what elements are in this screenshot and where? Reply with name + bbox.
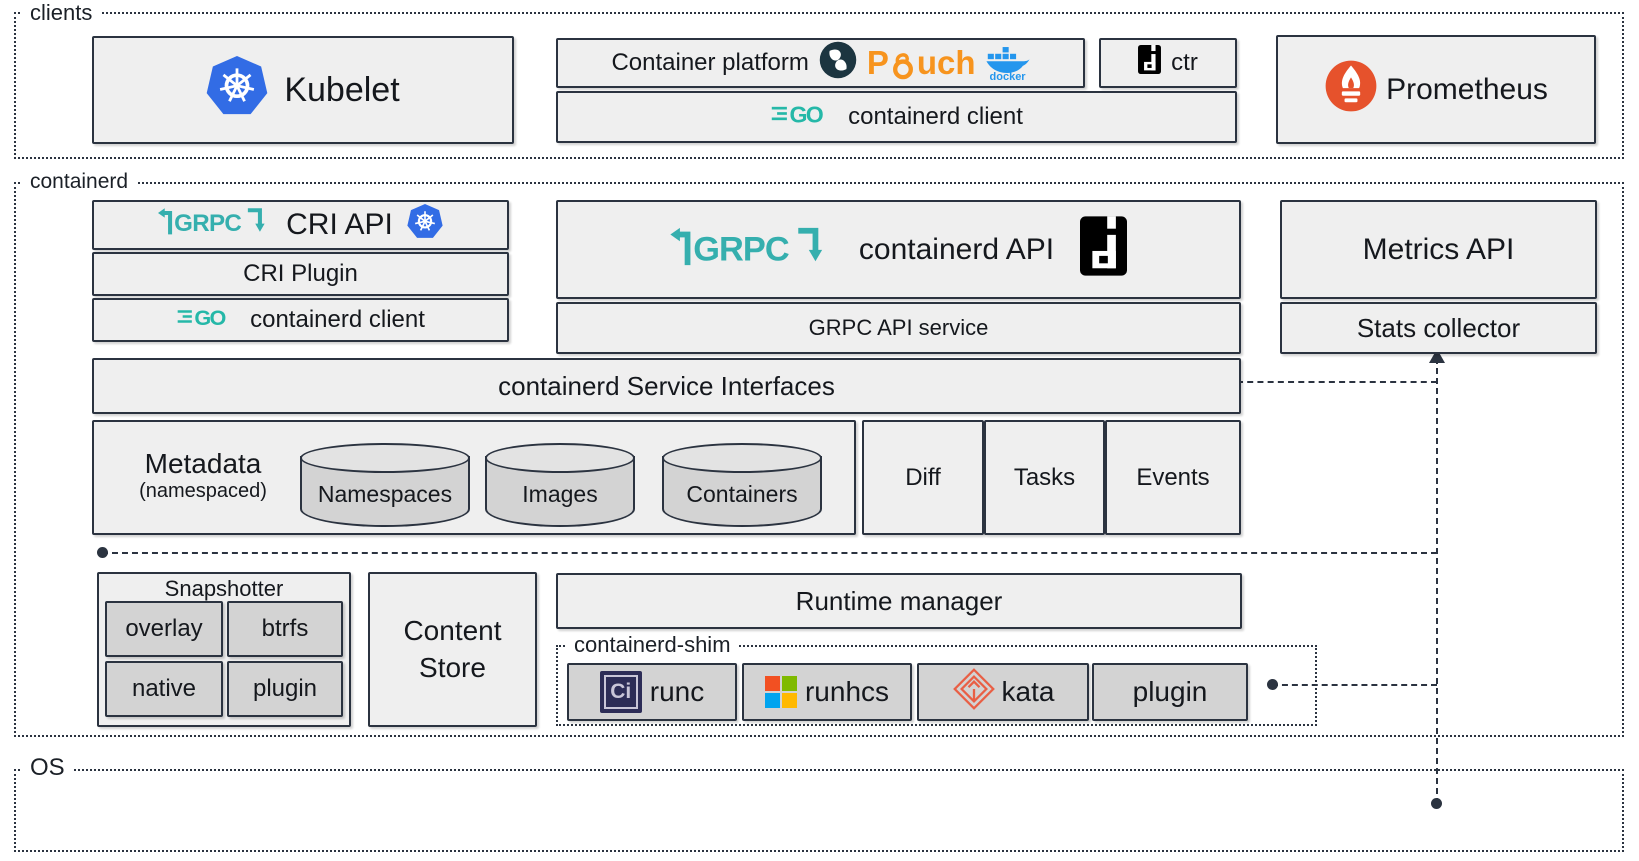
connector-dot-shim [1267,679,1278,690]
ctr-label: ctr [1171,49,1198,76]
diff-label: Diff [905,463,941,491]
svg-text:GO: GO [194,305,225,329]
btrfs-label: btrfs [261,615,309,642]
cri-plugin-label: CRI Plugin [243,260,358,287]
connector-shim-branch [1272,684,1437,686]
cri-api-label: CRI API [286,208,393,241]
microsoft-icon [764,676,797,708]
containerd-client-label: containerd client [848,103,1023,130]
svg-text:GRPC: GRPC [693,230,789,267]
kubelet-node: Kubelet [92,36,514,144]
snapshotter-btrfs-node: btrfs [227,601,343,657]
connector-vertical-line [1436,358,1438,804]
stats-collector-label: Stats collector [1356,312,1521,343]
connector-metadata-branch [102,552,1437,554]
connector-dot-os [1431,798,1442,809]
oci-runc-icon: Ci [599,671,642,713]
events-label: Events [1136,463,1210,491]
cri-plugin-node: CRI Plugin [92,252,509,296]
go-icon: GO [176,304,236,336]
grpc-api-service-label: GRPC API service [808,315,989,340]
prometheus-node: Prometheus [1276,35,1596,144]
containerd-shim-section-label: containerd-shim [566,632,739,658]
snapshotter-plugin-label: plugin [252,675,318,702]
runc-label: runc [649,676,705,707]
content-store-node: Content Store [368,572,537,727]
metadata-namespaced-label: (namespaced) [139,480,267,502]
clients-section-label: clients [22,0,101,26]
docker-label: docker [989,71,1026,83]
clients-containerd-client-node: GO containerd client [556,91,1237,143]
shim-plugin-node: plugin [1092,663,1248,721]
diff-node: Diff [862,420,984,535]
containerd-api-label: containerd API [858,232,1055,266]
shim-plugin-label: plugin [1132,676,1208,707]
events-node: Events [1105,420,1241,535]
prometheus-label: Prometheus [1386,72,1548,106]
kata-label: kata [1001,676,1055,707]
pouch-icon [819,41,857,86]
kata-icon [952,667,996,718]
connector-dot-metadata [97,547,108,558]
prometheus-icon [1324,59,1378,121]
native-label: native [131,675,197,702]
metrics-api-label: Metrics API [1362,232,1515,266]
content-store-label: Content Store [403,615,502,683]
kubelet-label: Kubelet [284,70,400,109]
namespaces-store: Namespaces [300,443,470,527]
metadata-label: Metadata [144,448,262,479]
stats-collector-node: Stats collector [1280,302,1597,354]
containerd-icon [1138,45,1162,81]
os-section [14,769,1624,852]
grpc-api-service-node: GRPC API service [556,302,1241,354]
runtime-manager-label: Runtime manager [795,585,1003,616]
containerd-section-label: containerd [22,169,137,195]
kubernetes-icon [206,55,268,125]
containerd-client-label: containerd client [250,306,425,333]
connector-interfaces-branch [1237,381,1437,383]
go-icon: GO [770,100,834,134]
service-interfaces-label: containerd Service Interfaces [498,370,835,401]
pouch-wordmark: P uch [866,44,976,81]
containerd-section [14,182,1624,737]
runhcs-label: runhcs [804,676,890,707]
snapshotter-native-node: native [105,661,223,717]
kubernetes-icon [407,203,443,247]
clients-section [14,12,1624,159]
containerd-icon [1080,215,1128,284]
shim-runhcs-node: runhcs [742,663,912,721]
runtime-manager-node: Runtime manager [556,573,1242,629]
images-store: Images [485,443,635,527]
cri-api-node: GRPC CRI API [92,200,509,250]
snapshotter-overlay-node: overlay [105,601,223,657]
svg-text:GO: GO [790,101,823,127]
shim-kata-node: kata [917,663,1089,721]
service-interfaces-node: containerd Service Interfaces [92,358,1241,414]
metrics-api-node: Metrics API [1280,200,1597,299]
images-label: Images [522,481,598,507]
svg-text:GRPC: GRPC [174,210,241,236]
containerd-api-node: GRPC containerd API [556,200,1241,299]
grpc-icon: GRPC [670,225,833,275]
containerd-client-node: GO containerd client [92,298,509,342]
namespaces-label: Namespaces [317,481,453,507]
containers-label: Containers [686,481,798,507]
tasks-node: Tasks [984,420,1105,535]
container-platform-node: Container platform P uch [556,38,1085,88]
containers-store: Containers [662,443,822,527]
pouch-knot-o [892,53,913,80]
shim-runc-node: Ci runc [567,663,737,721]
grpc-icon: GRPC [158,206,272,244]
overlay-label: overlay [125,615,203,642]
tasks-label: Tasks [1013,463,1076,491]
snapshotter-label: Snapshotter [164,576,284,601]
docker-logo: docker [985,43,1030,83]
container-platform-label: Container platform [611,49,809,76]
snapshotter-plugin-node: plugin [227,661,343,717]
ctr-node: ctr [1099,38,1237,88]
os-section-label: OS [22,755,73,781]
